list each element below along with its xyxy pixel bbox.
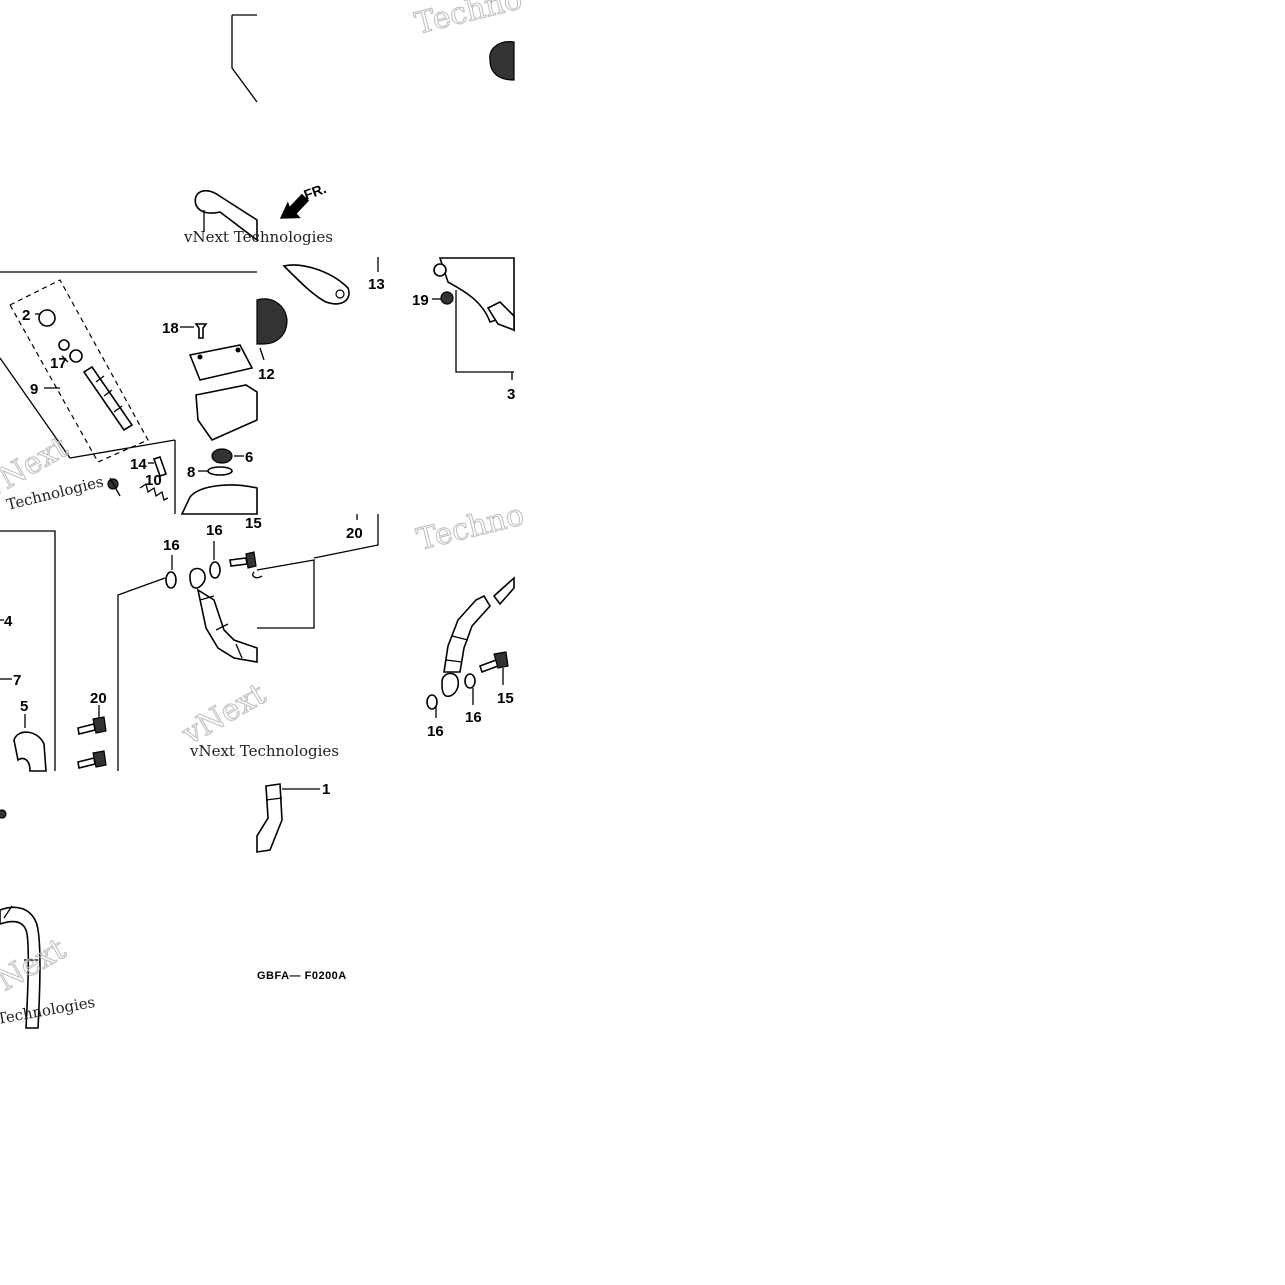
lever-bracket-13 (282, 264, 350, 305)
callout-5: 5 (20, 698, 28, 715)
hose-upper-end (492, 576, 515, 606)
callout-numbers: 2 17 9 18 12 13 19 3 6 8 14 10 15 20 16 … (4, 276, 515, 798)
callout-19: 19 (412, 292, 429, 309)
tile-hose-lower-bracket: Techno (256, 497, 528, 718)
cylinder-mount-hole (433, 263, 447, 277)
nut-19 (440, 291, 454, 305)
callout-18: 18 (162, 320, 179, 337)
tile-master-cylinder-top: vNext Technologies (183, 14, 333, 246)
brake-hose-lower (443, 594, 491, 673)
reservoir-cap (489, 41, 515, 81)
callout-4: 4 (4, 613, 13, 630)
callout-3: 3 (507, 386, 515, 403)
drawing-code: GBFA— F0200A (257, 970, 347, 982)
holder-clamp-5 (13, 731, 47, 772)
watermark-techno-2: Techno (413, 497, 527, 557)
diaphragm (195, 384, 258, 441)
callout-16-b: 16 (206, 522, 223, 539)
master-cylinder-body (180, 484, 258, 515)
tile-piston-set: vNext Technologies (0, 271, 258, 515)
brake-hose-end (256, 783, 283, 853)
washer-16-a (165, 571, 177, 589)
front-direction-label: FR. (302, 180, 329, 203)
spring-10 (139, 482, 169, 501)
callout-16-c: 16 (465, 709, 482, 726)
reservoir-cover (188, 344, 254, 381)
tile-reservoir-top: Techno FR. (279, 0, 526, 219)
callout-16-a: 16 (163, 537, 180, 554)
pipe-joint (0, 809, 7, 819)
bolt-15-a (229, 557, 248, 567)
bolt-15-b (478, 658, 500, 674)
callout-17: 17 (50, 355, 67, 372)
banjo-fitting-right (441, 672, 460, 698)
callout-12: 12 (258, 366, 275, 383)
washer-16-d (464, 673, 476, 689)
brake-hose-upper (196, 588, 258, 663)
boot-part (38, 309, 56, 327)
callout-7: 7 (13, 672, 21, 689)
washer-16-b (209, 561, 221, 579)
callout-15-b: 15 (497, 690, 514, 707)
front-direction-arrow: FR. (279, 180, 329, 219)
piston-set-box (9, 279, 149, 463)
outlet-fitting (486, 301, 515, 332)
clip-8 (207, 466, 233, 476)
bolt-20-b-head (92, 750, 107, 768)
tile-brake-hose-end: GBFA— F0200A (256, 783, 347, 982)
washer-16-c (426, 694, 438, 710)
callout-6: 6 (245, 449, 253, 466)
callout-8: 8 (187, 464, 195, 481)
watermark-vnext-tech-2: vNext Technologies (189, 742, 339, 760)
callout-9: 9 (30, 381, 38, 398)
watermark-vnext-tech-1: vNext Technologies (183, 228, 333, 246)
callout-1: 1 (322, 781, 330, 798)
bolt-20-b (77, 757, 96, 769)
watermark-techno-1: Techno (411, 0, 525, 42)
tile-lever-bracket (256, 257, 515, 380)
bolt-15-b-head (493, 651, 509, 669)
callout-10: 10 (145, 472, 162, 489)
washer-part (69, 349, 83, 363)
cap-12 (256, 298, 288, 345)
brake-pipe (0, 906, 41, 1029)
brake-lever (194, 189, 258, 242)
screw-18 (194, 323, 208, 339)
bolt-20-a-head (92, 716, 107, 734)
bolt-15-a-head (245, 551, 257, 569)
callout-14: 14 (130, 456, 147, 473)
tile-brake-hose-bracket: vNext vNext Technologies (0, 530, 339, 772)
watermark-technologies-2: Technologies (0, 993, 96, 1028)
callout-20-b: 20 (90, 690, 107, 707)
tile-brake-pipe: vNext Technologies (0, 809, 96, 1029)
piston-part (82, 365, 134, 432)
callout-15-a: 15 (245, 515, 262, 532)
grommet-6 (211, 448, 233, 464)
circlip-part (58, 339, 70, 351)
banjo-fitting-left (189, 567, 206, 589)
callout-20-a: 20 (346, 525, 363, 542)
bolt-14 (152, 455, 168, 478)
callout-2: 2 (22, 307, 30, 324)
callout-16-d: 16 (427, 723, 444, 740)
callout-13: 13 (368, 276, 385, 293)
bolt-20-a (77, 723, 96, 735)
